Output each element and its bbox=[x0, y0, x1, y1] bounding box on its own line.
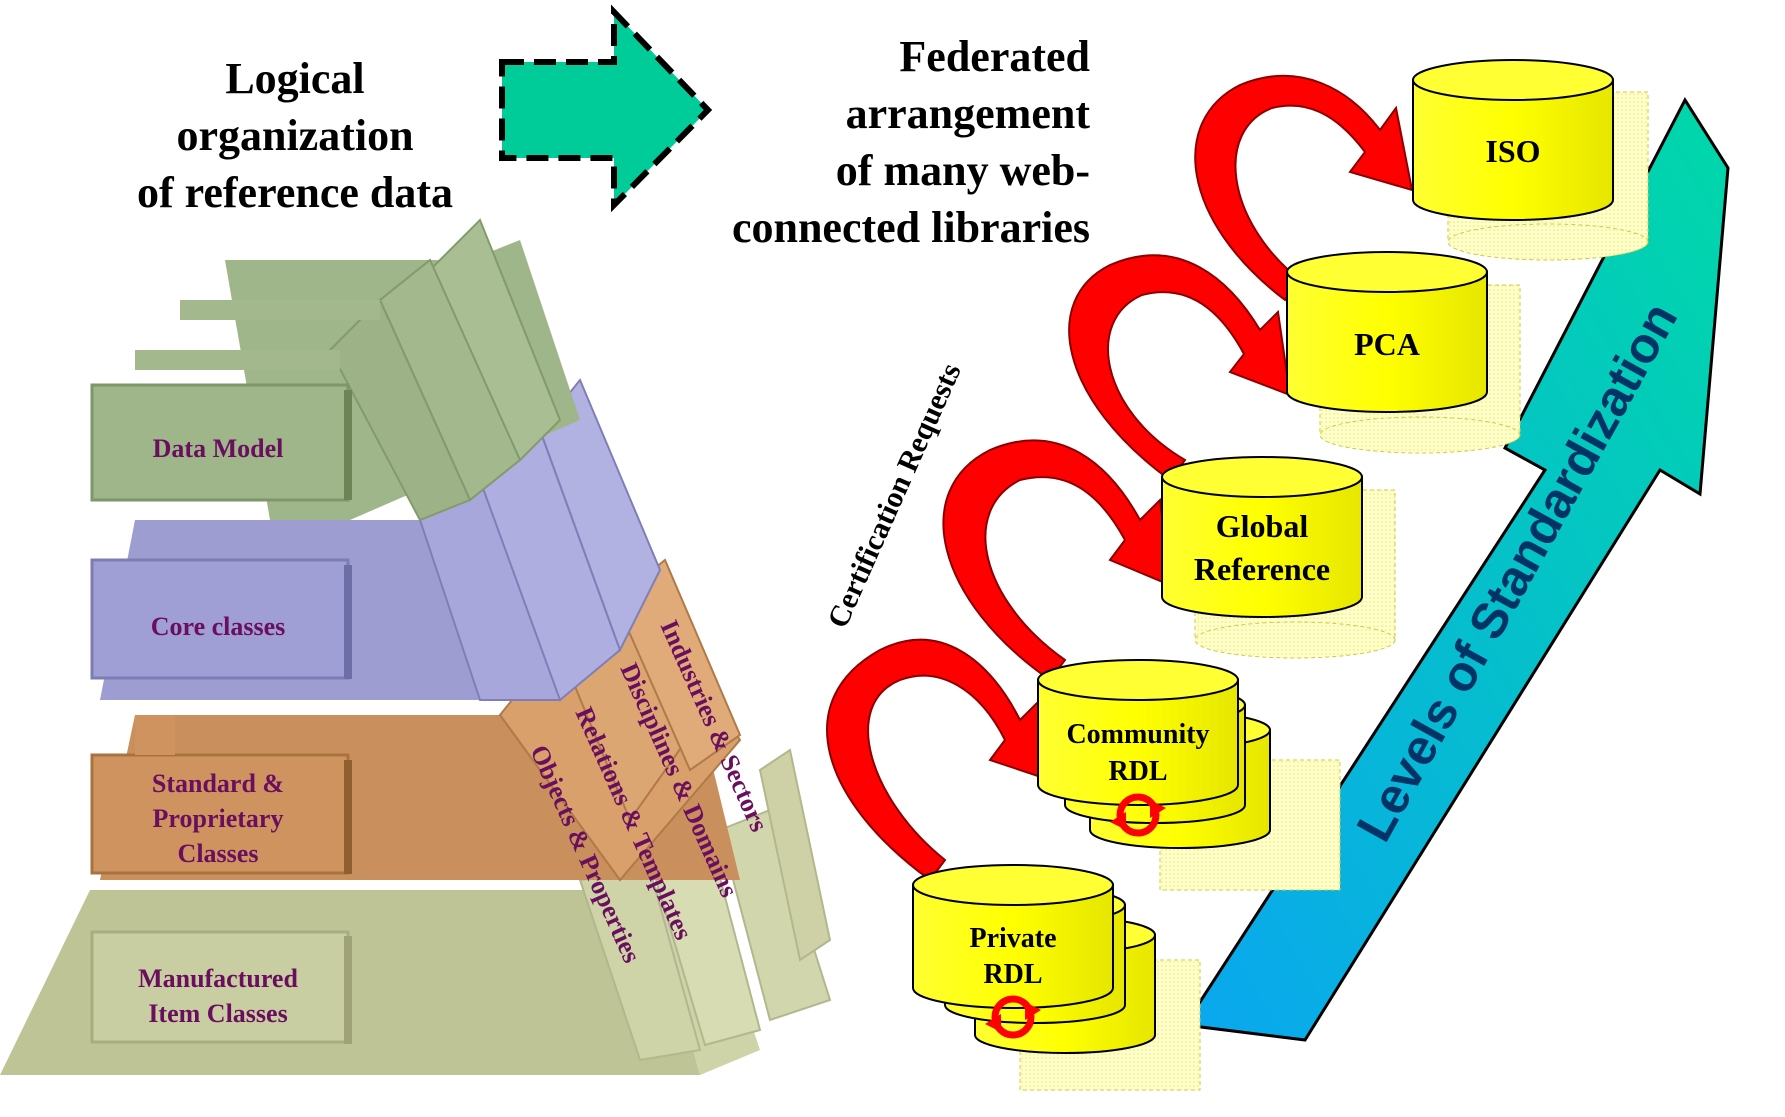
layer-label-core: Core classes bbox=[151, 612, 286, 641]
library-label: RDL bbox=[1108, 756, 1167, 787]
layer-label-manufactured: Item Classes bbox=[148, 999, 287, 1028]
right-heading-line: of many web- bbox=[835, 146, 1090, 195]
library-global-reference: Global Reference bbox=[1161, 456, 1396, 659]
right-heading-line: Federated bbox=[899, 32, 1090, 81]
library-pca: PCA bbox=[1286, 251, 1521, 454]
layer-label-data-model: Data Model bbox=[153, 434, 284, 463]
library-private-rdl: Private RDL bbox=[912, 864, 1201, 1091]
layer-label-standard: Standard & bbox=[152, 769, 284, 798]
red-arrow-icon bbox=[1194, 74, 1414, 302]
left-heading-line: Logical bbox=[225, 54, 365, 103]
library-label: Private bbox=[969, 923, 1056, 954]
pyramid: Data Model Core classes Standard & Propr… bbox=[0, 218, 832, 1075]
red-arrow-icon bbox=[1068, 254, 1292, 482]
layer-label-standard: Classes bbox=[178, 839, 259, 868]
left-heading-line: organization bbox=[176, 111, 414, 160]
pyramid-layer-data-model bbox=[90, 218, 580, 522]
library-iso: ISO bbox=[1412, 59, 1649, 261]
left-heading: Logical organization of reference data bbox=[110, 50, 480, 221]
sync-icon bbox=[1110, 793, 1166, 837]
right-heading: Federated arrangement of many web- conne… bbox=[640, 28, 1090, 256]
red-arrow-icon bbox=[942, 439, 1172, 682]
left-heading-line: of reference data bbox=[136, 168, 453, 217]
certification-label: Certification Requests bbox=[821, 358, 967, 632]
right-heading-line: arrangement bbox=[845, 89, 1090, 138]
library-label: Reference bbox=[1194, 551, 1330, 587]
pyramid-side-slabs bbox=[578, 748, 832, 1062]
right-heading-line: connected libraries bbox=[731, 203, 1090, 252]
transition-arrow-icon bbox=[499, 4, 713, 213]
red-arrow-icon bbox=[826, 638, 1052, 882]
pyramid-layer-core bbox=[90, 378, 662, 702]
library-label: RDL bbox=[983, 959, 1042, 990]
library-community-rdl: Community RDL bbox=[1037, 659, 1341, 891]
library-label: Global bbox=[1216, 508, 1309, 544]
certification-arrows bbox=[826, 74, 1414, 882]
sync-icon bbox=[985, 995, 1041, 1039]
library-label: Community bbox=[1066, 719, 1209, 750]
layer-label-manufactured: Manufactured bbox=[138, 964, 298, 993]
library-label: ISO bbox=[1485, 133, 1540, 169]
layer-label-standard: Proprietary bbox=[153, 804, 284, 833]
library-label: PCA bbox=[1354, 326, 1420, 362]
